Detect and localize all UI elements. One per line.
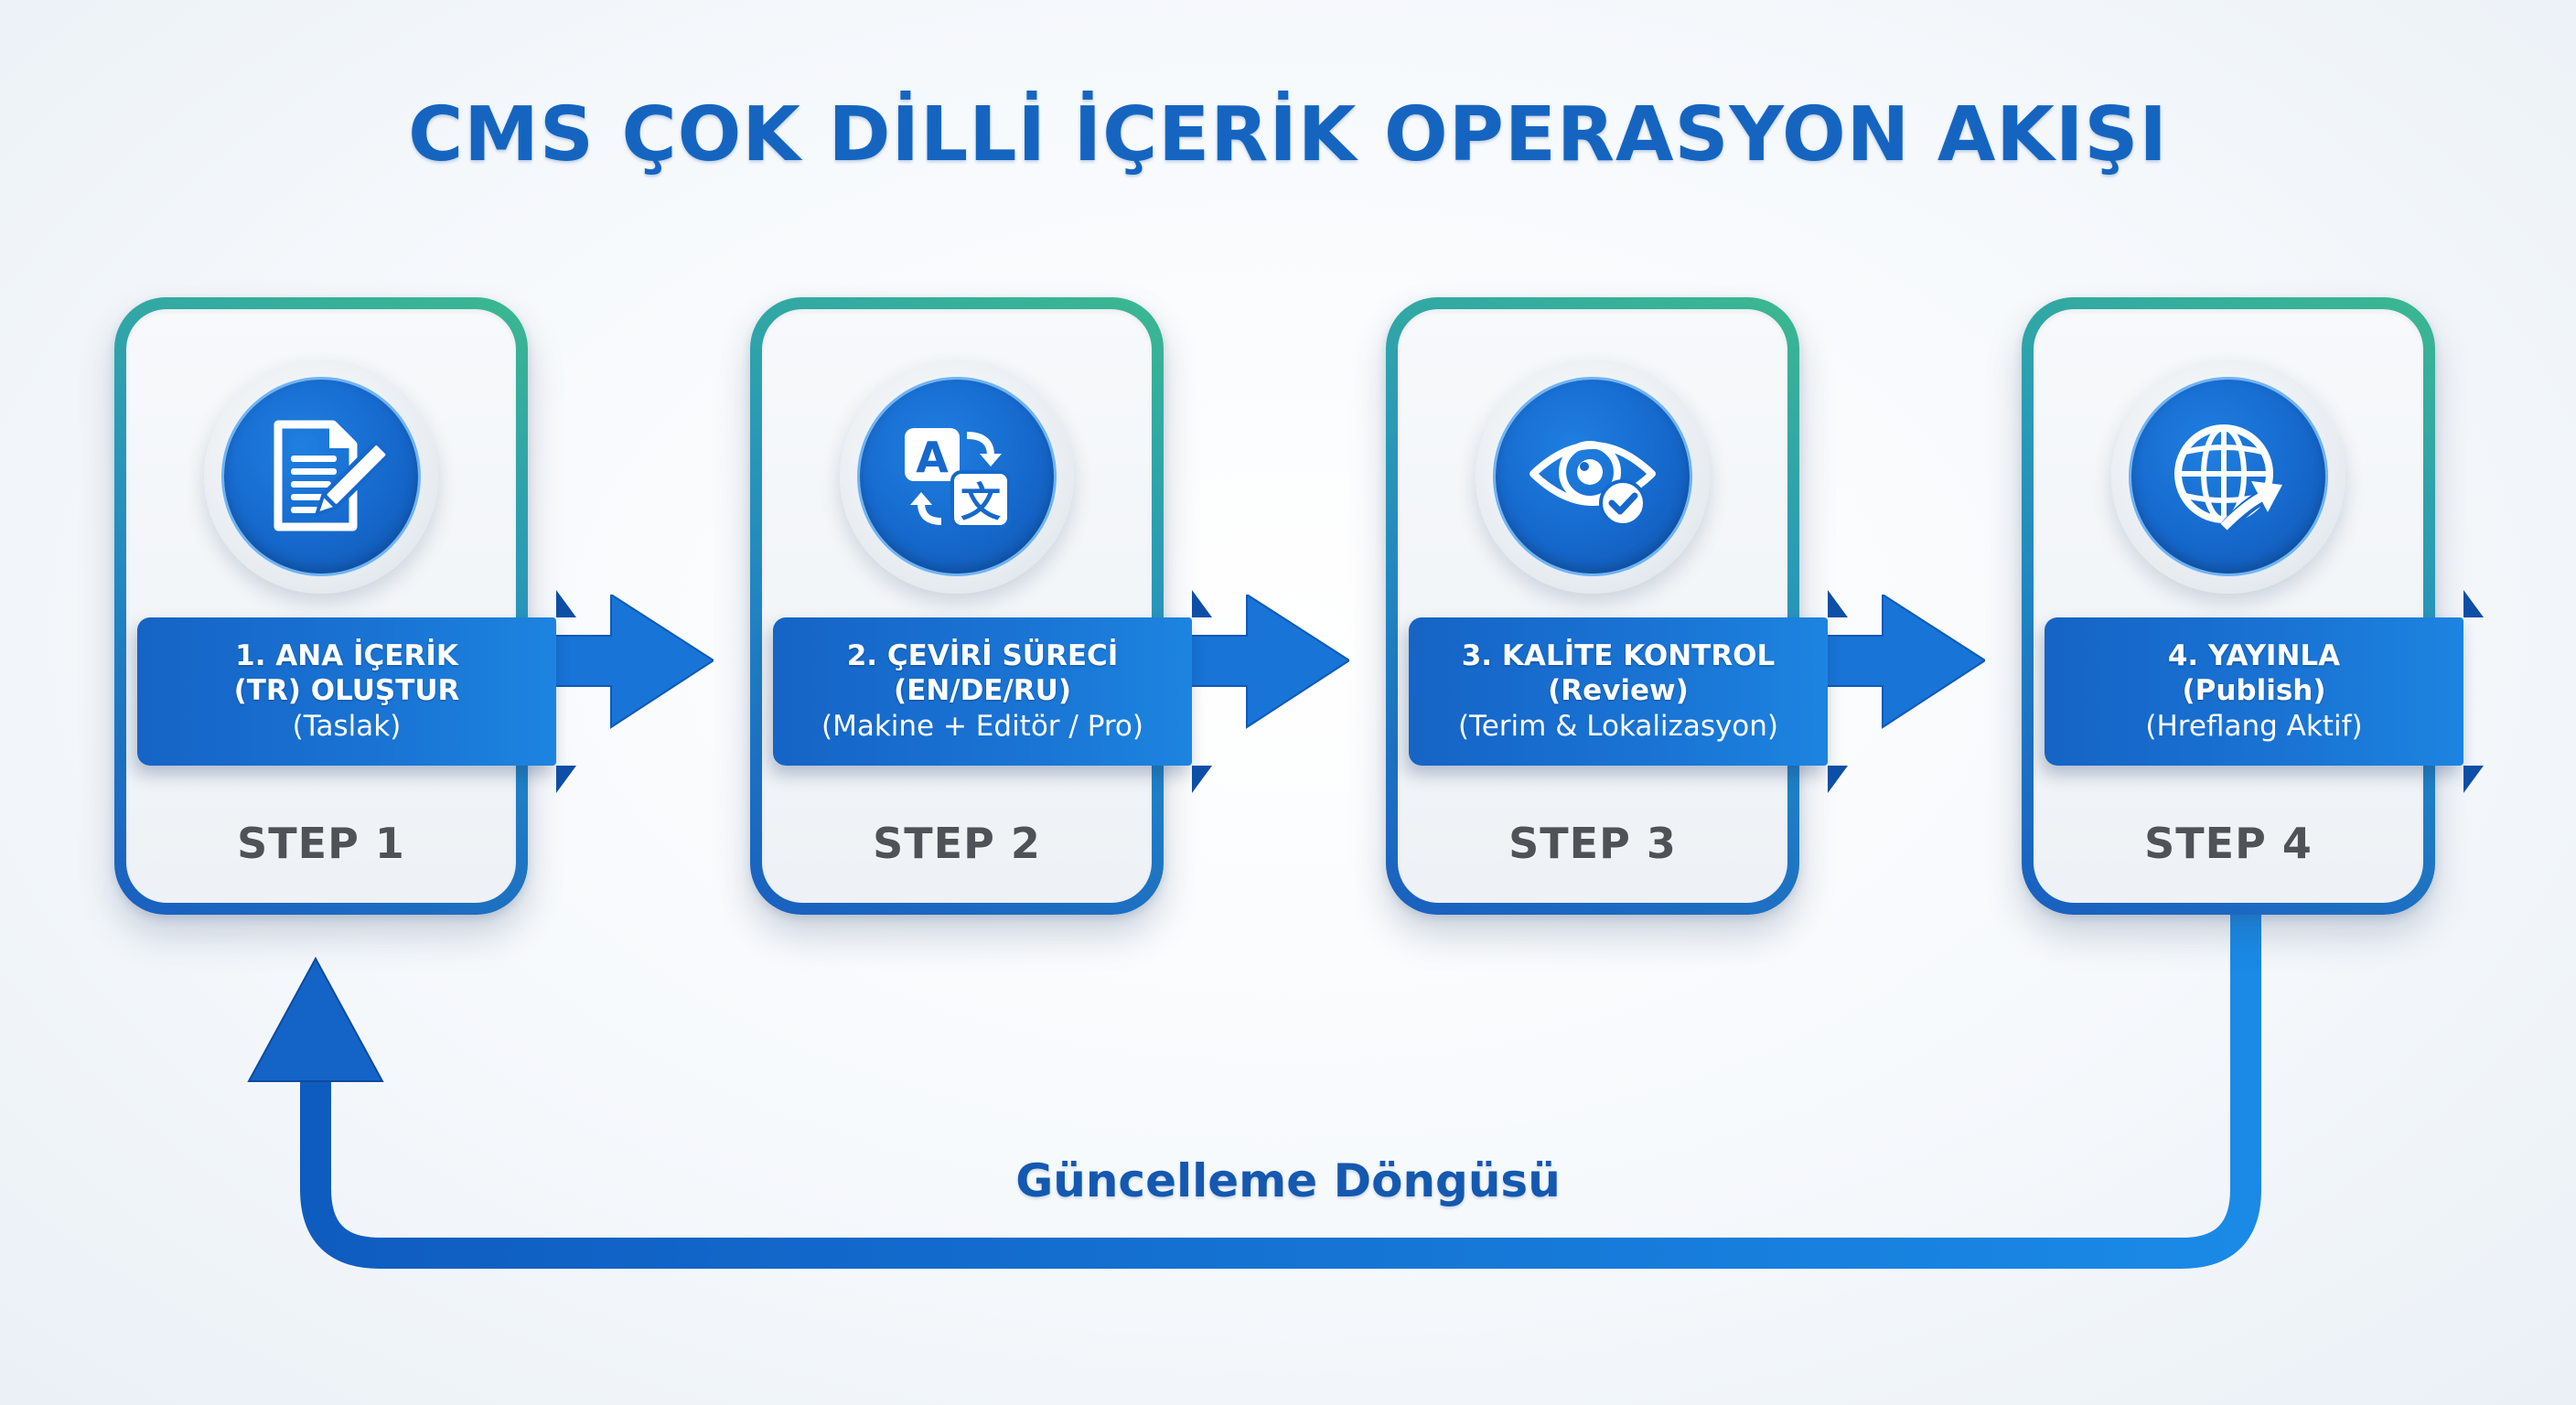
step-subtitle: (Review): [1548, 674, 1689, 707]
step-title-ribbon: 4. YAYINLA (Publish) (Hreflang Aktif): [2045, 590, 2484, 793]
step-number-label: STEP 3: [1508, 819, 1677, 868]
flow-arrow-1-2: [549, 595, 714, 729]
step-number-label: STEP 4: [2144, 819, 2313, 868]
flow-arrow-2-3: [1185, 595, 1349, 729]
svg-text:文: 文: [961, 479, 1001, 526]
step-card-3[interactable]: STEP 3 3. KALİTE KONTROL (Review) (Terim…: [1386, 297, 1848, 915]
icon-badge: [2111, 359, 2345, 594]
step-card-body: STEP 1: [126, 309, 516, 903]
step-card-body: STEP 4: [2034, 309, 2423, 903]
step-note: (Makine + Editör / Pro): [821, 710, 1143, 743]
step-subtitle: (Publish): [2182, 674, 2326, 707]
globe-arrow-icon: [2174, 424, 2282, 534]
icon-badge: [204, 359, 438, 594]
eye-check-icon: [1530, 441, 1656, 527]
step-note: (Terim & Lokalizasyon): [1457, 710, 1779, 743]
icon-badge: [1476, 359, 1710, 594]
step-title: 1. ANA İÇERİK: [235, 639, 458, 672]
step-note: (Hreflang Aktif): [2145, 710, 2363, 743]
step-card-4[interactable]: STEP 4 4. YAYINLA (Publish) (Hreflang Ak…: [2022, 297, 2484, 915]
step-number-label: STEP 2: [873, 819, 1041, 868]
icon-badge: A 文: [840, 359, 1074, 594]
step-card-body: STEP 3: [1398, 309, 1787, 903]
translate-icon: A 文: [905, 428, 1011, 529]
step-title: 2. ÇEVİRİ SÜRECİ: [846, 639, 1119, 672]
step-card-body: A 文 STEP 2: [762, 309, 1152, 903]
step-card-1[interactable]: STEP 1 1. ANA İÇERİK (TR) OLUŞTUR (Tasla…: [114, 297, 576, 915]
document-edit-icon: [274, 420, 390, 531]
step-number-label: STEP 1: [237, 819, 405, 868]
step-title-ribbon: 3. KALİTE KONTROL (Review) (Terim & Loka…: [1409, 590, 1848, 793]
step-note: (Taslak): [292, 710, 402, 743]
update-loop-label: Güncelleme Döngüsü: [1015, 1154, 1561, 1207]
step-title-ribbon: 2. ÇEVİRİ SÜRECİ (EN/DE/RU) (Makine + Ed…: [773, 590, 1212, 793]
step-subtitle: (TR) OLUŞTUR: [233, 674, 460, 707]
svg-text:A: A: [916, 433, 949, 482]
step-title: 4. YAYINLA: [2167, 639, 2341, 672]
flow-arrow-3-4: [1820, 595, 1985, 729]
step-title-ribbon: 1. ANA İÇERİK (TR) OLUŞTUR (Taslak): [137, 590, 576, 793]
step-subtitle: (EN/DE/RU): [893, 674, 1072, 707]
page-title: CMS ÇOK DİLLİ İÇERİK OPERASYON AKIŞI: [408, 91, 2168, 178]
step-card-2[interactable]: A 文 STEP 2 2. ÇEVİRİ SÜRECİ (EN/DE/RU) (…: [750, 297, 1212, 915]
step-title: 3. KALİTE KONTROL: [1461, 639, 1776, 672]
